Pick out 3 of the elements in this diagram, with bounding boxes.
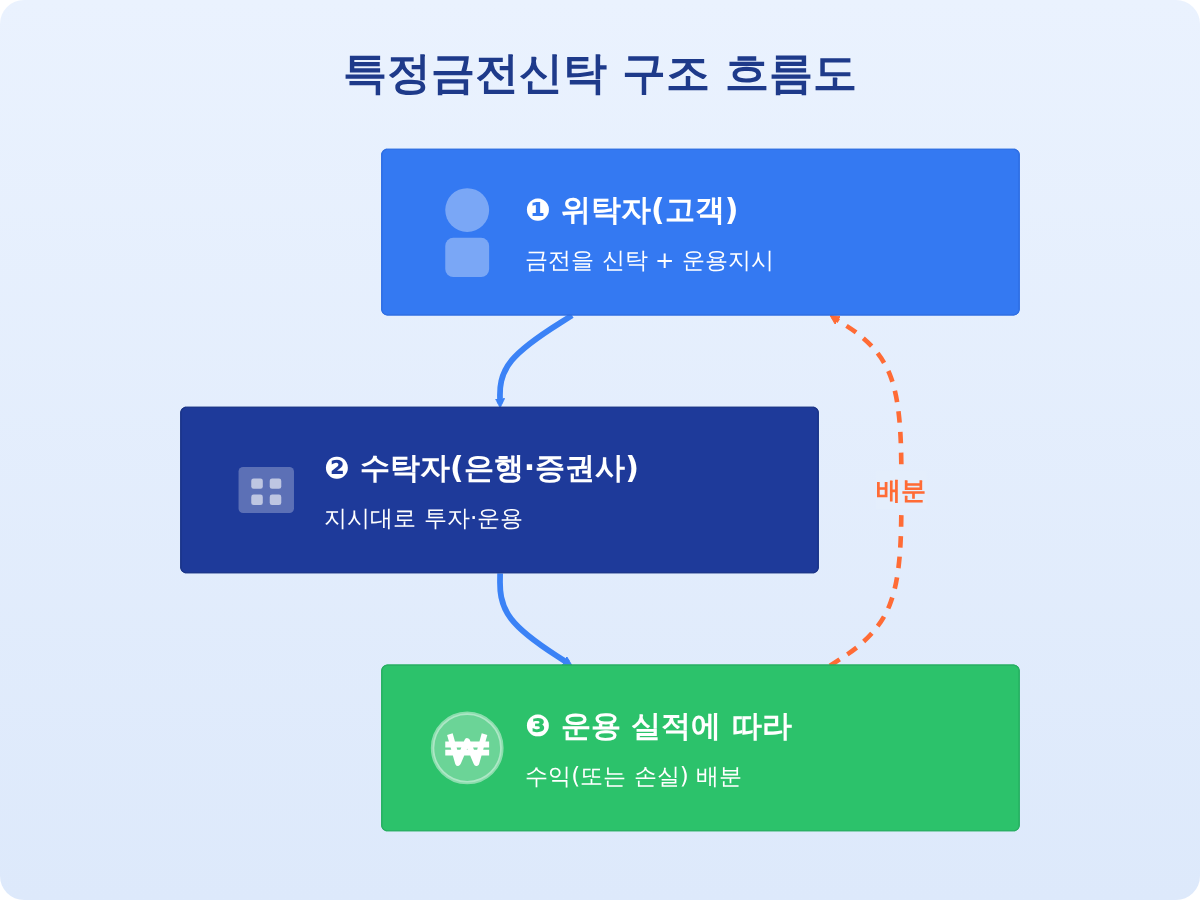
arrow — [497, 573, 573, 667]
diagram-title: 특정금전신탁 구조 흐름도 — [342, 46, 858, 100]
edge-label: 배분 — [875, 475, 927, 505]
